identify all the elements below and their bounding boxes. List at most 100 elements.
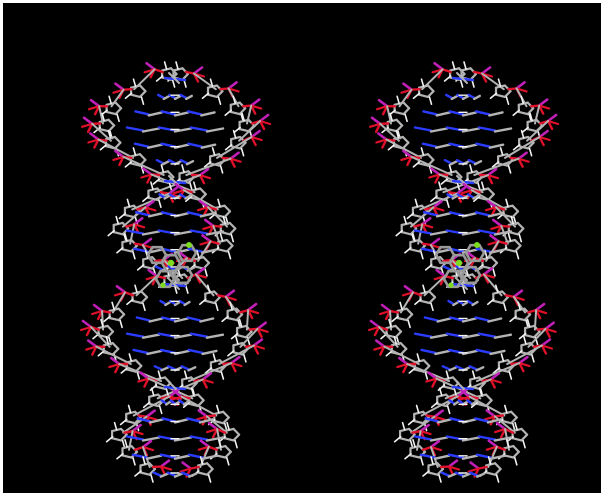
base-pair-bond	[166, 471, 177, 477]
hydrogen-bond-stick	[232, 129, 237, 139]
base-pair-bond	[466, 299, 474, 306]
hydrogen-bond-stick	[101, 112, 105, 122]
base-pair-bond	[461, 436, 481, 442]
base-pair-bond	[125, 435, 145, 441]
ligand-ring-bond	[176, 243, 184, 255]
base-pair-bond	[440, 471, 450, 477]
hydrogen-bond-stick	[408, 367, 417, 374]
sugar-bond	[223, 204, 232, 213]
phosphate-oxygen-bond	[432, 206, 445, 212]
phosphodiester-bond	[503, 427, 515, 434]
hydrogen-bond-stick	[446, 405, 451, 415]
phosphate-oxygen-bond	[483, 415, 496, 421]
hydrogen-bond-stick	[140, 165, 145, 174]
hydrogen-bond-stick	[520, 129, 525, 139]
phosphate-bond	[429, 439, 441, 449]
hydrogen-bond-stick	[142, 401, 151, 409]
ligand-ring-bond	[168, 269, 176, 281]
hydrogen-bond-stick	[215, 302, 219, 312]
sugar-bond	[526, 127, 538, 133]
sugar-bond	[409, 454, 421, 459]
hydrogen-bond-stick	[424, 264, 433, 271]
ligand-ring-bond	[160, 261, 168, 273]
sugar-bond	[117, 307, 126, 316]
phosphate-oxygen-bond	[379, 309, 392, 316]
base-pair-bond	[455, 158, 465, 165]
hydrogen-bond-stick	[487, 456, 492, 465]
hydrogen-bond-stick	[103, 315, 111, 323]
sugar-bond	[224, 450, 232, 459]
base-pair-bond	[184, 194, 192, 200]
sugar-bond	[417, 162, 429, 167]
hydrogen-bond-stick	[203, 161, 212, 168]
sugar-bond	[229, 110, 241, 116]
phosphate-bond	[192, 66, 204, 75]
hydrogen-bond-stick	[412, 161, 421, 168]
hydrogen-bond-stick	[409, 439, 414, 449]
phosphate-oxygen-bond	[112, 88, 125, 94]
hydrogen-bond-stick	[415, 404, 420, 414]
base-pair-bond	[159, 453, 177, 459]
base-pair-bond	[461, 127, 481, 133]
phosphate-oxygen-bond	[487, 240, 500, 246]
phosphate-bond	[517, 151, 528, 160]
phosphate-bond	[433, 61, 444, 71]
sugar-bond	[523, 313, 532, 322]
hydrogen-bond-stick	[136, 264, 145, 271]
sugar-bond	[526, 141, 535, 150]
hydrogen-bond-stick	[241, 112, 245, 122]
base-pair-bond	[179, 158, 189, 165]
ligand-halogen-atom	[455, 259, 463, 267]
hydrogen-bond-stick	[174, 285, 178, 294]
phosphate-bond	[227, 81, 238, 90]
sugar-bond	[516, 227, 525, 236]
sugar-bond	[501, 296, 509, 305]
phosphate-oxygen-bond	[227, 87, 240, 93]
base-pair-bond	[441, 365, 451, 371]
phosphate-oxygen-bond	[538, 104, 551, 110]
base-pair-bond	[451, 194, 459, 200]
ligand-halogen-atom	[448, 282, 454, 288]
sugar-bond	[413, 368, 425, 373]
hydrogen-bond-stick	[152, 178, 161, 185]
sugar-bond	[511, 437, 523, 442]
phosphodiester-bond	[241, 104, 253, 108]
phosphate-bond	[485, 409, 497, 418]
hydrogen-bond-stick	[404, 113, 408, 123]
base-pair-bond	[447, 299, 455, 306]
sugar-bond	[520, 433, 529, 442]
sugar-bond	[445, 179, 457, 184]
base-pair-bond	[180, 471, 191, 477]
base-pair-bond	[145, 454, 163, 460]
base-pair-bond	[187, 142, 204, 148]
hydrogen-bond-stick	[472, 195, 481, 202]
hydrogen-bond-stick	[515, 250, 520, 260]
sugar-bond	[107, 118, 116, 127]
phosphate-bond	[201, 234, 212, 243]
base-pair-bond	[433, 454, 451, 460]
base-pair-bond	[132, 348, 149, 355]
sugar-bond	[393, 110, 405, 116]
phosphate-bond	[403, 284, 415, 294]
sugar-bond	[396, 316, 408, 322]
stereo-dna-scene	[79, 61, 560, 483]
sugar-bond	[487, 187, 495, 196]
sugar-bond	[442, 385, 454, 390]
ligand-ring-bond	[448, 245, 456, 257]
hydrogen-bond-stick	[407, 319, 411, 329]
phosphate-bond	[89, 132, 100, 141]
phosphate-bond	[469, 461, 480, 470]
sugar-bond	[430, 265, 442, 270]
phosphate-oxygen-bond	[133, 223, 146, 229]
ligand-ring-bond	[478, 251, 486, 263]
base-pair-bond	[153, 365, 163, 371]
hydrogen-bond-stick	[232, 95, 236, 105]
phosphate-oxygen-bond	[170, 395, 183, 401]
phosphate-oxygen-bond	[145, 415, 158, 421]
sugar-bond	[494, 467, 502, 476]
base-pair-bond	[477, 435, 497, 441]
base-pair-bond	[413, 229, 433, 235]
hydrogen-bond-stick	[422, 284, 426, 294]
hydrogen-bond-stick	[385, 349, 394, 357]
phosphate-oxygen-bond	[538, 135, 551, 142]
